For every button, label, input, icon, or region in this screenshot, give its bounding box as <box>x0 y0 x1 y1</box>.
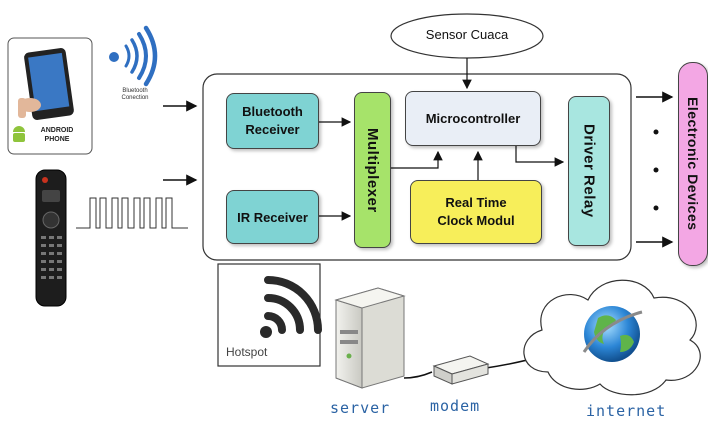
android-phone-label: ANDROID PHONE <box>32 126 82 144</box>
bluetooth-wave-icon <box>124 25 158 87</box>
rtc-label-line2: Clock Modul <box>437 213 515 228</box>
modem-icon <box>432 355 490 385</box>
android-phone-label-line1: ANDROID <box>40 127 74 134</box>
hotspot-label: Hotspot <box>226 345 268 359</box>
internet-label: internet <box>586 402 667 420</box>
ir-signal-waveform <box>76 197 188 229</box>
bluetooth-connection-label-line2: Conection <box>121 95 149 101</box>
ir-receiver-label: IR Receiver <box>237 209 308 225</box>
electronic-devices-label: Electronic Devices <box>685 97 701 231</box>
driver-relay-label: Driver Relay <box>580 124 598 218</box>
bluetooth-receiver-line2: Receiver <box>245 122 300 137</box>
bluetooth-receiver-line1: Bluetooth <box>242 104 303 119</box>
globe-icon <box>582 306 643 362</box>
wifi-icon <box>264 276 322 334</box>
electronic-devices-block: Electronic Devices <box>678 62 708 266</box>
ir-receiver-block: IR Receiver <box>226 190 319 244</box>
android-phone-label-line2: PHONE <box>44 136 70 143</box>
server-icon <box>334 287 406 389</box>
microcontroller-label: Microcontroller <box>425 111 521 126</box>
remote-control-illustration <box>35 169 67 307</box>
multiplexer-block: Multiplexer <box>354 92 391 248</box>
microcontroller-block: Microcontroller <box>405 91 541 146</box>
multiplexer-label: Multiplexer <box>364 127 381 213</box>
rtc-block: Real Time Clock Modul <box>410 180 542 244</box>
modem-label: modem <box>430 397 481 415</box>
bluetooth-receiver-block: Bluetooth Receiver <box>226 93 319 149</box>
driver-relay-block: Driver Relay <box>568 96 610 246</box>
rtc-label-line1: Real Time <box>445 195 507 210</box>
server-label: server <box>330 399 391 417</box>
sensor-cuaca-label: Sensor Cuaca <box>425 27 509 42</box>
bluetooth-connection-label-line1: Bluetooth <box>122 88 148 94</box>
bluetooth-connection-label: Bluetooth Conection <box>110 88 160 102</box>
android-phone-illustration <box>7 37 93 155</box>
